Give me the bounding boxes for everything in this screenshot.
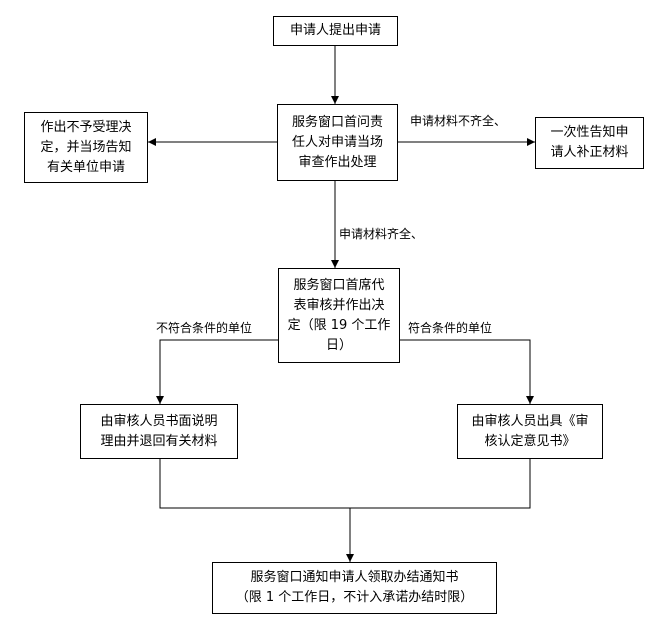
final-notice-text: 服务窗口通知申请人领取办结通知书 （限 1 个工作日，不计入承诺办结时限） [235,570,474,605]
chief-decision-box: 服务窗口首席代 表审核并作出决 定（限 19 个工作 日） [278,268,400,363]
arrow-decide-to-certificate [400,339,534,404]
issue-certificate-box: 由审核人员出具《审 核认定意见书》 [457,404,603,459]
reject-application-box: 作出不予受理决 定，并当场告知 有关单位申请 [24,112,148,183]
window-review-box: 服务窗口首问责 任人对申请当场 审查作出处理 [277,104,398,181]
issue-certificate-text: 由审核人员出具《审 核认定意见书》 [471,413,589,449]
label-qualified: 符合条件的单位 [408,321,493,335]
line-certificate-merge [350,459,531,509]
label-not-qualified: 不符合条件的单位 [156,321,253,335]
final-notice-box: 服务窗口通知申请人领取办结通知书 （限 1 个工作日，不计入承诺办结时限） [212,562,497,614]
label-incomplete-materials: 申请材料不齐全、 [410,114,507,128]
label-complete-materials: 申请材料齐全、 [339,227,424,241]
arrow-decide-to-explain [156,339,278,404]
chief-decision-text: 服务窗口首席代 表审核并作出决 定（限 19 个工作 日） [287,277,391,353]
submit-application-text: 申请人提出申请 [289,23,381,38]
line-explain-merge [159,459,350,509]
reject-application-text: 作出不予受理决 定，并当场告知 有关单位申请 [40,119,132,175]
written-explanation-text: 由审核人员书面说明 理由并退回有关材料 [100,413,218,449]
notify-supplement-box: 一次性告知申 请人补正材料 [535,117,644,169]
window-review-text: 服务窗口首问责 任人对申请当场 审查作出处理 [291,114,383,170]
written-explanation-box: 由审核人员书面说明 理由并退回有关材料 [80,404,238,459]
submit-application-box: 申请人提出申请 [273,16,398,46]
notify-supplement-text: 一次性告知申 请人补正材料 [550,125,629,160]
